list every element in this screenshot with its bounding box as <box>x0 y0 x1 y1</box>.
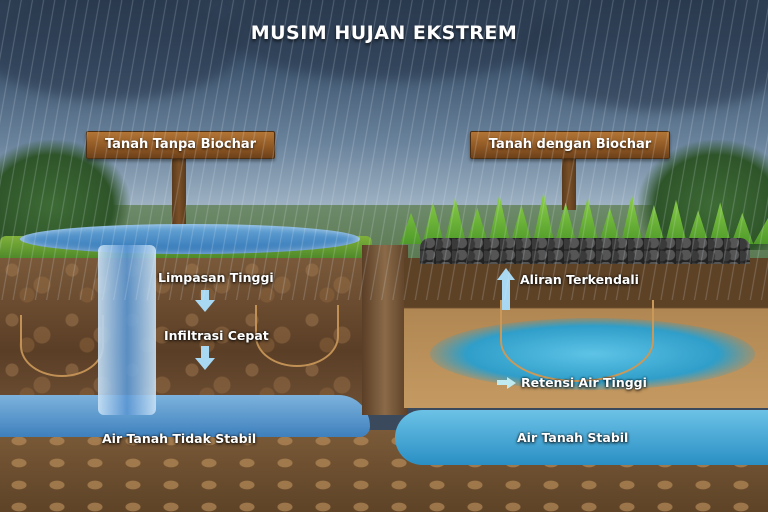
label-controlled-flow: Aliran Terkendali <box>520 272 639 287</box>
sign-left: Tanah Tanpa Biochar <box>86 131 275 159</box>
sign-post-left <box>172 150 186 245</box>
surface-runoff-pond <box>20 224 360 254</box>
label-stable-groundwater: Air Tanah Stabil <box>517 430 629 445</box>
root-system <box>255 305 339 367</box>
diagram-title: MUSIM HUJAN EKSTREM <box>0 22 768 44</box>
label-runoff: Limpasan Tinggi <box>158 270 274 285</box>
storm-cloud <box>220 0 560 80</box>
sign-right: Tanah dengan Biochar <box>470 131 670 159</box>
label-unstable-groundwater: Air Tanah Tidak Stabil <box>102 431 257 446</box>
root-system <box>500 300 654 382</box>
label-water-retention: Retensi Air Tinggi <box>521 375 647 390</box>
runoff-waterfall <box>98 245 156 415</box>
storm-cloud <box>0 0 240 100</box>
storm-cloud <box>520 0 768 110</box>
root-system <box>20 315 104 377</box>
unstable-groundwater <box>0 395 370 437</box>
stable-groundwater <box>395 410 768 465</box>
label-infiltration: Infiltrasi Cepat <box>164 328 269 343</box>
soil-divider <box>362 245 408 415</box>
biochar-layer <box>420 238 750 264</box>
sign-post-right <box>562 150 576 210</box>
rain-overlay <box>0 0 768 300</box>
